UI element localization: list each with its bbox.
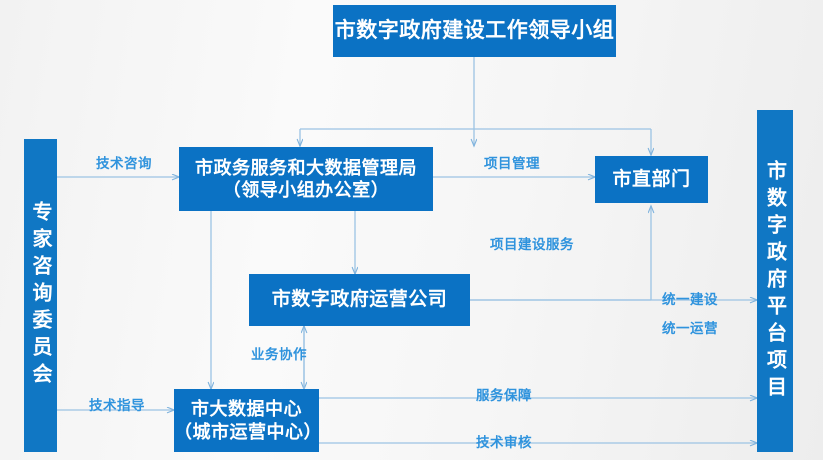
node-leading-group[interactable]: 市数字政府建设工作领导小组 (333, 5, 616, 57)
vertical-bar-expert-committee[interactable]: 专家咨询委员会 (24, 139, 57, 452)
edge-label-tech-consulting: 技术咨询 (96, 156, 152, 171)
edge-label-tech-review: 技术审核 (476, 435, 532, 450)
node-operating-company[interactable]: 市数字政府运营公司 (249, 274, 470, 326)
edge-label-unified-operation: 统一运营 (662, 321, 718, 336)
edge-label-project-management: 项目管理 (484, 156, 540, 171)
edge-label-service-guarantee: 服务保障 (476, 388, 532, 403)
node-big-data-center-line1: 市大数据中心 (191, 399, 302, 419)
node-bureau-line2: （领导小组办公室） (222, 180, 390, 200)
node-bureau[interactable]: 市政务服务和大数据管理局 （领导小组办公室） (179, 147, 433, 211)
vertical-bar-platform-project[interactable]: 市数字政府平台项目 (757, 110, 793, 452)
edge-label-tech-guidance: 技术指导 (89, 398, 145, 413)
edge-label-business-collaboration: 业务协作 (251, 347, 307, 362)
node-big-data-center-line2: （城市运营中心） (174, 421, 322, 442)
node-big-data-center[interactable]: 市大数据中心 （城市运营中心） (174, 389, 322, 452)
node-municipal-departments[interactable]: 市直部门 (595, 156, 708, 203)
edge-label-unified-construction: 统一建设 (662, 292, 718, 307)
node-bureau-line1: 市政务服务和大数据管理局 (195, 157, 417, 178)
edge-label-project-construction-service: 项目建设服务 (490, 237, 574, 252)
